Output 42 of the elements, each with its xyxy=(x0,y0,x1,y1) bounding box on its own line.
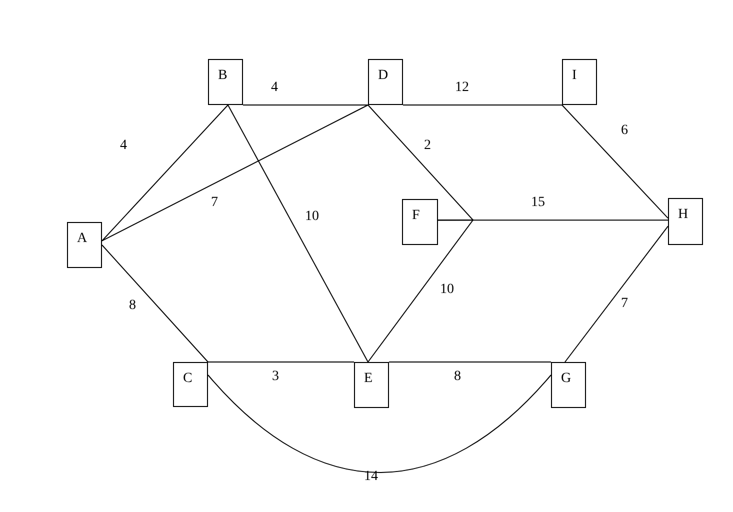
vertex-name: E xyxy=(364,371,373,387)
vertex-box xyxy=(551,362,586,408)
connector-line xyxy=(227,104,368,362)
vertex-name: B xyxy=(218,68,228,84)
vertex-box xyxy=(562,59,597,105)
connector-line xyxy=(368,104,474,221)
vertex-box xyxy=(402,199,438,245)
connector-line xyxy=(402,104,562,106)
vertex-box xyxy=(173,362,208,407)
edge-weight: 12 xyxy=(455,80,469,96)
vertex-name: C xyxy=(183,371,192,387)
vertex-box xyxy=(668,198,703,245)
edge-weight: 10 xyxy=(440,282,454,298)
vertex-box xyxy=(208,59,243,105)
edge-weight: 10 xyxy=(305,209,319,225)
vertex-name: F xyxy=(412,208,420,224)
edge-weight: 8 xyxy=(129,298,136,314)
edge-weight: 7 xyxy=(621,296,628,312)
vertex-name: D xyxy=(378,68,388,84)
edge-weight: 2 xyxy=(424,138,431,154)
edge-weight: 4 xyxy=(271,80,278,96)
edge-weight: 8 xyxy=(454,369,461,385)
edge-weight: 7 xyxy=(211,195,218,211)
connector-line xyxy=(208,374,552,473)
vertex-name: A xyxy=(77,231,88,247)
connector-line xyxy=(242,104,368,106)
connector-line xyxy=(102,104,228,242)
vertex-name: G xyxy=(561,371,572,387)
vertex-name: H xyxy=(678,207,688,223)
vertex-name: I xyxy=(572,68,577,84)
edge-weight: 15 xyxy=(531,195,545,211)
vertex-box xyxy=(368,59,403,105)
edge-weight: 6 xyxy=(621,123,628,139)
connector-line xyxy=(102,244,208,362)
connector-line xyxy=(562,104,668,219)
connector-line xyxy=(564,226,668,362)
edge-weight: 4 xyxy=(120,138,127,154)
connector-line xyxy=(102,104,368,242)
connector-line xyxy=(368,220,474,362)
vertex-box xyxy=(67,222,102,268)
vertex-box xyxy=(354,362,389,408)
edge-weight: 3 xyxy=(272,369,279,385)
